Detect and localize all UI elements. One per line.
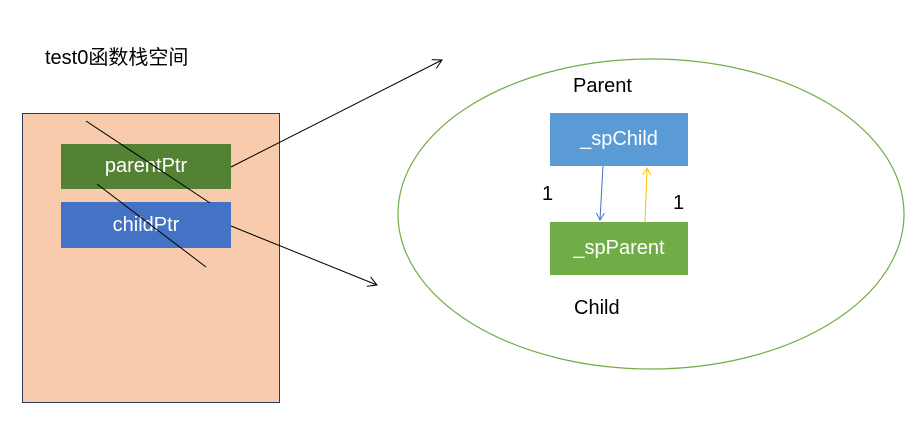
spparent-member-box: _spParent <box>550 222 688 275</box>
parent-object-label: Parent <box>573 75 632 97</box>
parent-ptr-arrow <box>230 59 443 168</box>
parent-ptr-label: parentPtr <box>104 155 188 177</box>
spchild-to-spparent-arrow <box>595 165 605 222</box>
parent-ptr-strike-line <box>85 120 211 204</box>
ref-count-right: 1 <box>673 192 685 214</box>
child-ptr-label: childPtr <box>112 213 180 236</box>
ref-count-left: 1 <box>542 183 554 205</box>
child-ptr-box: childPtr <box>61 202 231 248</box>
spparent-to-spchild-arrow <box>642 166 652 223</box>
spchild-member-label: _spChild <box>580 128 658 150</box>
parent-ptr-box: parentPtr <box>61 144 231 189</box>
spchild-member-box: _spChild <box>550 113 688 166</box>
child-ptr-strike-line <box>96 183 207 268</box>
child-object-label: Child <box>574 297 620 319</box>
heap-ellipse <box>397 58 905 370</box>
child-ptr-arrow <box>230 225 378 287</box>
spparent-member-label: _spParent <box>573 237 665 259</box>
stack-frame-title: test0函数栈空间 <box>45 47 189 69</box>
